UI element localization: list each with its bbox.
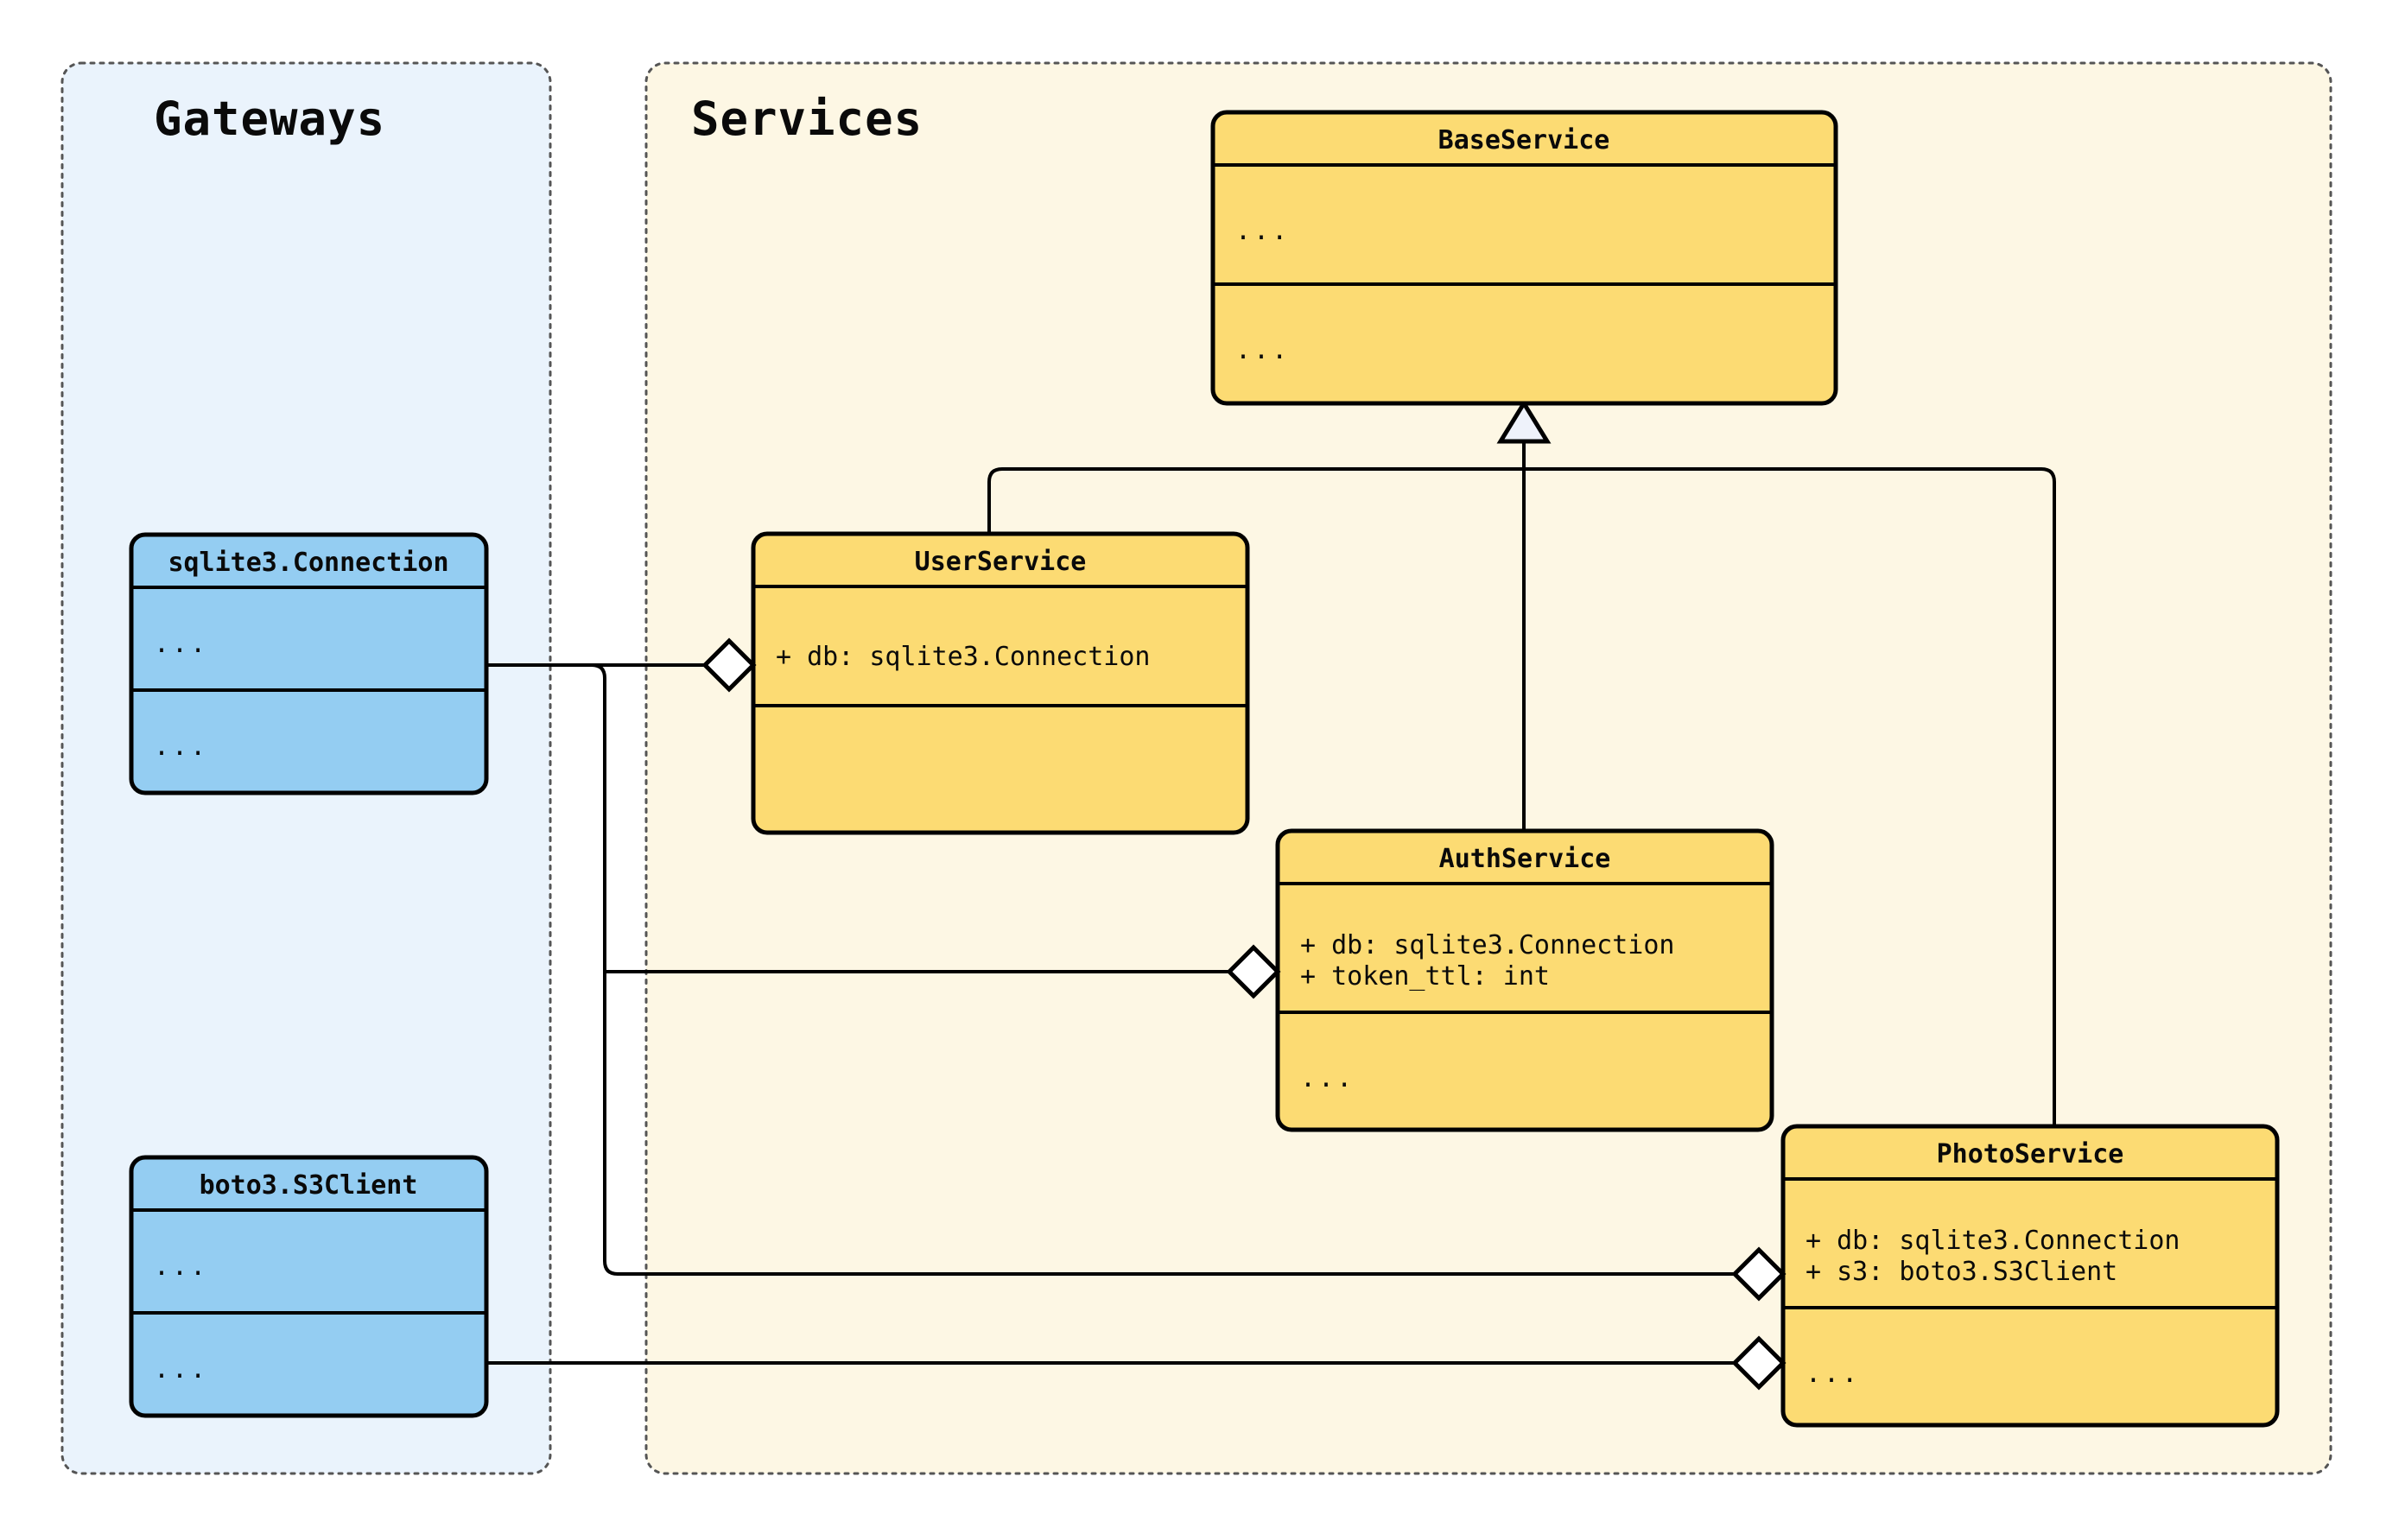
inheritance-edge-photoservice [1524, 467, 2056, 1126]
package-services-label: Services [691, 92, 923, 146]
class-userservice-attribute-0: + db: sqlite3.Connection [776, 642, 1150, 672]
inheritance-edges [987, 399, 2056, 1126]
inheritance-edge-userservice [987, 467, 1524, 534]
class-box-boto3-s3client[interactable]: boto3.S3Client ... ... [129, 1155, 489, 1418]
class-sqlite3-connection-frame [129, 532, 489, 795]
aggregation-diamond-icon-userservice [701, 637, 757, 693]
package-services: Services [644, 61, 2332, 1475]
class-sqlite3-connection-attribute: ... [154, 629, 208, 659]
class-authservice-title: AuthService [1439, 844, 1611, 874]
class-baseservice-attribute: ... [1235, 216, 1290, 246]
class-authservice-method-0: ... [1300, 1063, 1355, 1093]
class-photoservice-attribute-1: + s3: boto3.S3Client [1806, 1257, 2117, 1287]
inheritance-triangle-icon [1496, 399, 1552, 444]
aggregation-diamond-icon-photoservice-s3 [1731, 1335, 1787, 1391]
class-box-authservice[interactable]: AuthService + db: sqlite3.Connection + t… [1275, 828, 1774, 1132]
class-userservice-title: UserService [915, 547, 1087, 577]
class-photoservice-method-0: ... [1806, 1359, 1860, 1389]
class-boto3-s3client-title: boto3.S3Client [200, 1170, 418, 1201]
class-sqlite3-connection-method: ... [154, 732, 208, 762]
class-boto3-s3client-attribute: ... [154, 1252, 208, 1282]
class-authservice-attribute-0: + db: sqlite3.Connection [1300, 930, 1674, 960]
aggregation-edges-sqlite [486, 663, 1765, 1276]
class-boto3-s3client-frame [129, 1155, 489, 1418]
class-baseservice-frame [1210, 110, 1838, 406]
class-photoservice-attribute-0: + db: sqlite3.Connection [1806, 1226, 2180, 1256]
package-gateways-label: Gateways [154, 92, 385, 146]
package-services-box [644, 61, 2332, 1475]
class-userservice-frame [751, 531, 1250, 835]
class-sqlite3-connection-title: sqlite3.Connection [168, 548, 448, 578]
class-authservice-frame [1275, 828, 1774, 1132]
aggregation-diamond-icon-authservice [1226, 944, 1281, 999]
class-baseservice-method: ... [1235, 335, 1290, 365]
class-box-userservice[interactable]: UserService + db: sqlite3.Connection [751, 531, 1250, 835]
class-baseservice-title: BaseService [1438, 125, 1610, 155]
class-photoservice-title: PhotoService [1937, 1139, 2124, 1169]
class-box-sqlite3-connection[interactable]: sqlite3.Connection ... ... [129, 532, 489, 795]
class-box-photoservice[interactable]: PhotoService + db: sqlite3.Connection + … [1780, 1124, 2280, 1428]
class-box-baseservice[interactable]: BaseService ... ... [1210, 110, 1838, 406]
class-authservice-attribute-1: + token_ttl: int [1300, 961, 1550, 992]
class-boto3-s3client-method: ... [154, 1354, 208, 1385]
aggregation-diamonds [701, 637, 1787, 1391]
aggregation-diamond-icon-photoservice-db [1731, 1246, 1787, 1302]
